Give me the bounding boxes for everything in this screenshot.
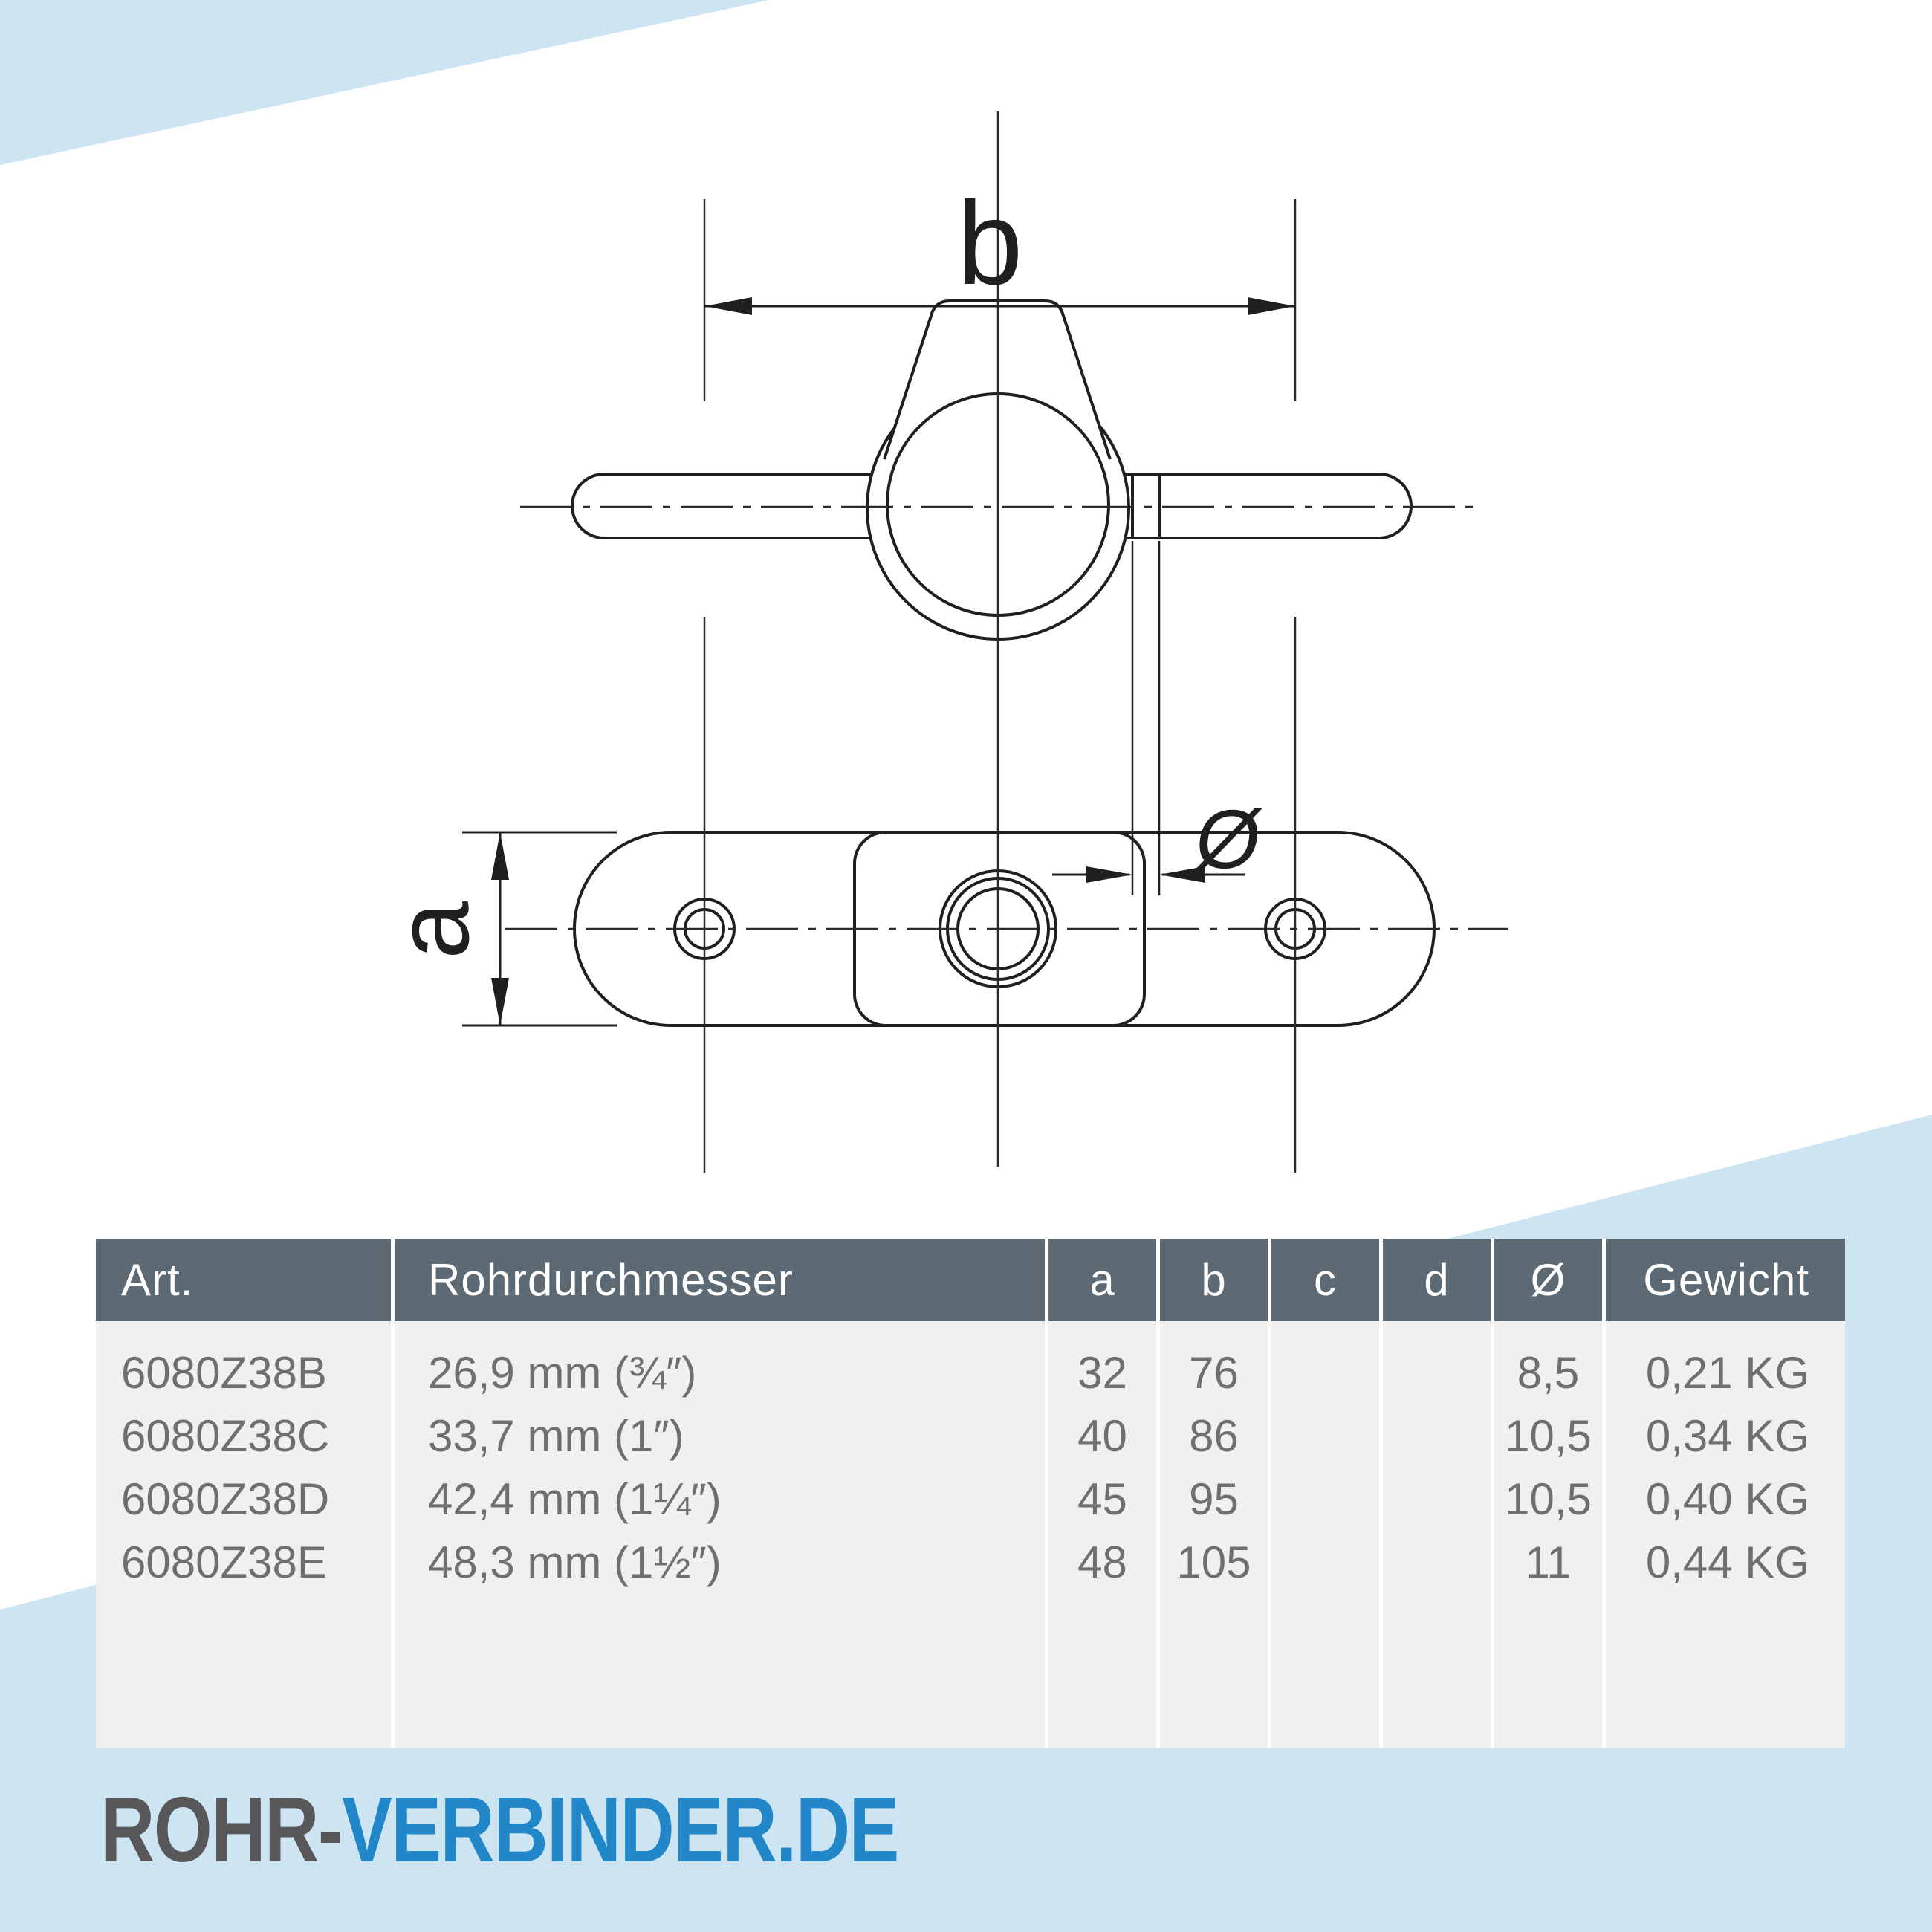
table-spacer — [1383, 1321, 1491, 1341]
table-cell — [1271, 1531, 1379, 1594]
front-view — [571, 299, 1413, 641]
col-header-b: b — [1160, 1239, 1268, 1321]
col-header-a: a — [1048, 1239, 1156, 1321]
table-cell: 11 — [1494, 1531, 1602, 1594]
centerlines — [505, 111, 1508, 1173]
table-cell: 32 — [1048, 1341, 1156, 1404]
table-spacer — [1606, 1321, 1845, 1341]
dim-diameter-label: Ø — [1190, 793, 1268, 886]
table-cell: 40 — [1048, 1404, 1156, 1468]
dim-a-arrow-top — [491, 832, 509, 880]
table-filler — [1494, 1594, 1602, 1748]
table-spacer — [1048, 1321, 1156, 1341]
dimension-diameter: Ø — [1052, 541, 1268, 895]
dim-b-arrow-right — [1248, 297, 1295, 315]
table-filler — [395, 1594, 1045, 1748]
dimension-a: a — [374, 831, 617, 1027]
table-filler — [1160, 1594, 1268, 1748]
spec-table: Art. Rohrdurchmesser a b c d Ø Gewicht 6… — [96, 1239, 1845, 1748]
table-cell: 48 — [1048, 1531, 1156, 1594]
table-cell: 105 — [1160, 1531, 1268, 1594]
table-spacer — [395, 1321, 1045, 1341]
table-cell: 6080Z38C — [96, 1404, 391, 1468]
table-cell: 42,4 mm (1¼″) — [395, 1468, 1045, 1531]
table-cell: 76 — [1160, 1341, 1268, 1404]
table-cell — [1271, 1404, 1379, 1468]
table-filler — [1271, 1594, 1379, 1748]
table-cell — [1383, 1404, 1491, 1468]
col-header-diameter: Ø — [1494, 1239, 1602, 1321]
table-cell: 6080Z38E — [96, 1531, 391, 1594]
dim-dia-arrow-right — [1159, 866, 1205, 883]
table-filler — [1048, 1594, 1156, 1748]
table-cell: 45 — [1048, 1468, 1156, 1531]
table-filler — [1383, 1594, 1491, 1748]
dim-dia-arrow-left — [1086, 866, 1132, 883]
dim-a-arrow-bottom — [491, 978, 509, 1025]
col-header-rohrdurchmesser: Rohrdurchmesser — [395, 1239, 1045, 1321]
table-cell: 10,5 — [1494, 1468, 1602, 1531]
site-logo-blue-part: VERBINDER.DE — [342, 1779, 899, 1881]
col-header-d: d — [1383, 1239, 1491, 1321]
table-cell — [1271, 1468, 1379, 1531]
table-spacer — [96, 1321, 391, 1341]
table-cell: 0,44 KG — [1606, 1531, 1845, 1594]
dim-b-arrow-left — [704, 297, 752, 315]
table-cell: 86 — [1160, 1404, 1268, 1468]
dim-a-extension-lines — [462, 831, 617, 1027]
dim-a-label: a — [374, 901, 490, 959]
table-cell: 6080Z38D — [96, 1468, 391, 1531]
table-cell — [1271, 1341, 1379, 1404]
table-cell — [1383, 1468, 1491, 1531]
table-filler — [96, 1594, 391, 1748]
table-cell — [1383, 1341, 1491, 1404]
table-cell: 0,21 KG — [1606, 1341, 1845, 1404]
table-cell: 33,7 mm (1″) — [395, 1404, 1045, 1468]
table-cell: 48,3 mm (1½″) — [395, 1531, 1045, 1594]
table-cell: 8,5 — [1494, 1341, 1602, 1404]
table-cell: 0,40 KG — [1606, 1468, 1845, 1531]
table-cell: 26,9 mm (¾″) — [395, 1341, 1045, 1404]
table-cell: 6080Z38B — [96, 1341, 391, 1404]
table-cell: 0,34 KG — [1606, 1404, 1845, 1468]
table-cell: 95 — [1160, 1468, 1268, 1531]
table-spacer — [1494, 1321, 1602, 1341]
col-header-art: Art. — [96, 1239, 391, 1321]
site-logo-gray-part: ROHR- — [100, 1779, 343, 1881]
dimension-b: b — [704, 176, 1295, 315]
dim-b-label: b — [957, 176, 1023, 309]
col-header-gewicht: Gewicht — [1606, 1239, 1845, 1321]
dim-dia-extension-lines — [1131, 541, 1161, 895]
site-logo: ROHR-VERBINDER.DE — [100, 1777, 899, 1883]
table-filler — [1606, 1594, 1845, 1748]
table-cell — [1383, 1531, 1491, 1594]
table-spacer — [1271, 1321, 1379, 1341]
table-spacer — [1160, 1321, 1268, 1341]
table-cell: 10,5 — [1494, 1404, 1602, 1468]
col-header-c: c — [1271, 1239, 1379, 1321]
